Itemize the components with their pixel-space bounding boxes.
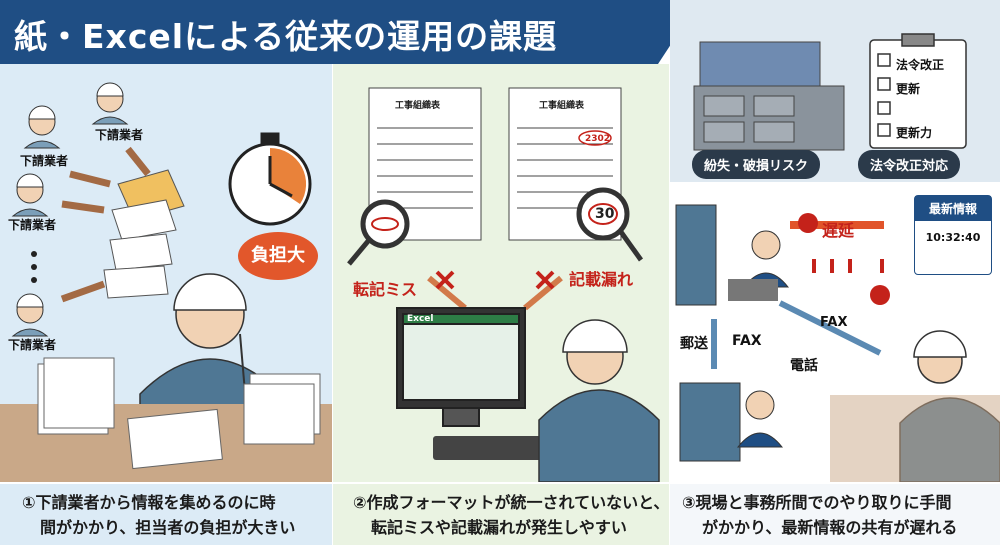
caption-line: 転記ミスや記載漏れが発生しやすい	[371, 518, 627, 537]
keyboard	[433, 436, 553, 460]
panel3b-illustration	[675, 204, 1000, 482]
latest-info-card: 最新情報 10:32:40	[914, 195, 992, 275]
checklist-item: 法令改正	[896, 58, 945, 72]
panel3a-illustration	[693, 33, 967, 151]
loss-risk-pill: 紛失・破損リスク	[692, 150, 821, 179]
caption-3: ③現場と事務所間でのやり取りに手間 がかかり、最新情報の共有が遅れる	[670, 484, 1000, 545]
alert-icon	[870, 285, 890, 305]
latest-info-title: 最新情報	[915, 196, 991, 221]
paper-pile	[37, 357, 321, 470]
worker-label: 下請業者	[8, 338, 57, 352]
error-arrows	[427, 275, 563, 311]
magnifier-icon	[347, 199, 410, 266]
ellipsis-dots	[31, 251, 37, 283]
panel-subcontractor-collection: 下請業者 下請業者 下請業者 下請業者 負担大	[0, 64, 332, 482]
caption-1: ①下請業者から情報を集めるのに時 間がかかり、担当者の負担が大きい	[0, 484, 332, 545]
excel-label: Excel	[407, 314, 434, 324]
transcription-error-label: 転記ミス	[353, 280, 418, 299]
arrows	[60, 146, 151, 303]
confused-worker	[538, 319, 660, 482]
caption-line: がかかり、最新情報の共有が遅れる	[702, 518, 958, 537]
panel1-illustration	[0, 82, 332, 482]
checklist-item: 更新力	[896, 126, 933, 140]
magnifier-icon	[576, 187, 644, 262]
title-banner: 紙・Excelによる従来の運用の課題	[0, 0, 700, 64]
magnified-value: 30	[595, 206, 615, 222]
panel-format-inconsistency: 工事組織表 工事組織表 2302 30 Excel 転記ミス 記載漏れ	[333, 64, 669, 482]
missing-entry-label: 記載漏れ	[569, 270, 634, 289]
office-worker	[736, 230, 790, 448]
latest-info-time: 10:32:40	[925, 231, 981, 244]
panel-records-risk: 法令改正 更新 更新力 紛失・破損リスク 法令改正対応	[670, 0, 1000, 182]
caption-line: ①下請業者から情報を集めるのに時	[22, 493, 276, 512]
arrows	[711, 300, 882, 369]
filing-cabinet	[693, 41, 845, 151]
fax-machine	[728, 279, 778, 301]
form-title: 工事組織表	[539, 101, 585, 111]
site-ground	[830, 395, 1000, 482]
worker-label: 下請業者	[20, 154, 69, 168]
panel2-illustration	[347, 87, 660, 482]
exclaim-marks	[812, 259, 884, 273]
law-revision-pill: 法令改正対応	[858, 150, 961, 179]
caption-line: ②作成フォーマットが統一されていないと、	[353, 493, 670, 512]
office-building	[675, 204, 741, 462]
mail-label: 郵送	[680, 336, 708, 352]
page-title: 紙・Excelによる従来の運用の課題	[14, 17, 558, 56]
caption-line: 間がかかり、担当者の負担が大きい	[40, 518, 296, 537]
checklist-item: 更新	[896, 82, 921, 96]
worker-label: 下請業者	[95, 128, 144, 142]
fax-label: FAX	[732, 333, 762, 349]
x-mark-icon	[435, 270, 555, 290]
clipboard-icon	[869, 33, 967, 149]
envelope-stack	[103, 169, 185, 299]
alert-icon	[798, 213, 818, 233]
caption-2: ②作成フォーマットが統一されていないと、 転記ミスや記載漏れが発生しやすい	[333, 484, 669, 545]
fax-diag-label: FAX	[820, 315, 848, 330]
worker-label: 下請業者	[8, 218, 57, 232]
burden-bubble: 負担大	[238, 232, 318, 280]
worker-icon	[11, 82, 129, 337]
caption-line: ③現場と事務所間でのやり取りに手間	[682, 493, 952, 512]
delay-label: 遅延	[822, 221, 855, 240]
form-title: 工事組織表	[395, 101, 441, 111]
panel-site-office-communication: 遅延 最新情報 10:32:40 郵送 FAX FAX 電話	[670, 183, 1000, 482]
computer-monitor	[396, 307, 526, 427]
phone-label: 電話	[790, 358, 818, 374]
stopwatch-icon	[228, 132, 312, 226]
circled-value: 2302	[585, 134, 611, 144]
